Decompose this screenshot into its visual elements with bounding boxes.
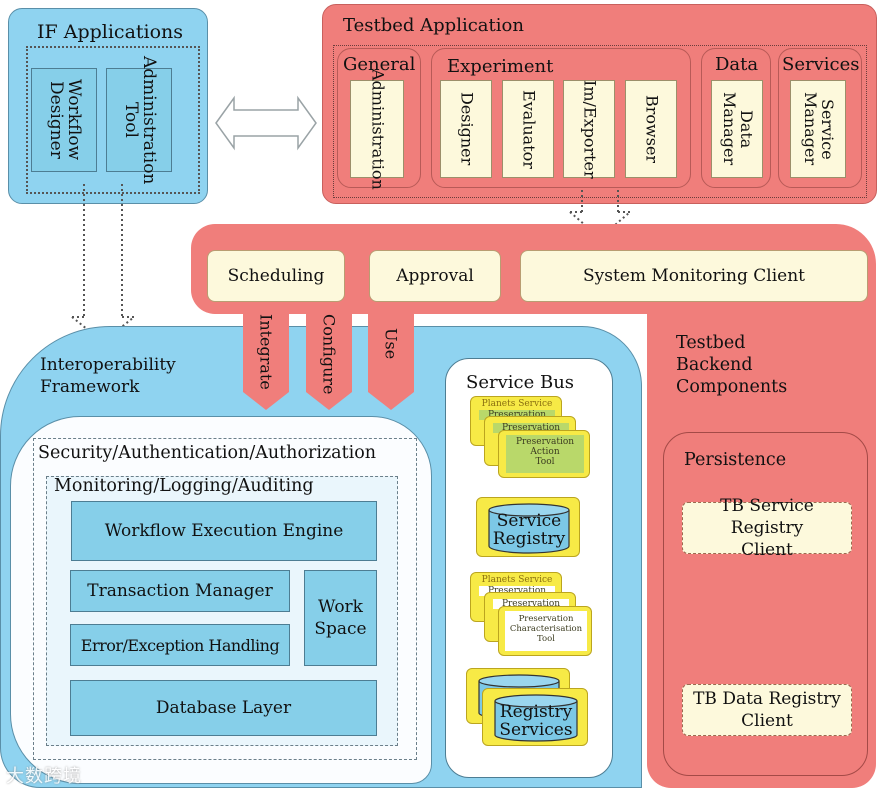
group-data [701,48,771,188]
framework-title-line-2: Framework [40,377,140,397]
testbed-application-group [333,45,867,198]
if-applications-title: IF Applications [37,21,184,43]
configure-connector: Configure [306,310,352,410]
bidirectional-arrow-icon [215,95,317,151]
evaluator-box[interactable]: Evaluator [502,80,554,178]
approval-box[interactable]: Approval [369,250,501,302]
preservation-action-stack[interactable]: Planets Service Preservation Preservatio… [470,396,590,480]
registry-services-line-2: Services [499,720,573,740]
char-header: Planets Service [481,575,553,585]
configure-label: Configure [319,314,339,395]
service-manager-box[interactable]: Service Manager [790,80,846,178]
security-layer [33,438,417,760]
use-connector: Use [368,310,414,410]
preservation-characterisation-stack[interactable]: Planets Service Preservation Preservatio… [470,572,592,658]
integrate-arrow-icon [243,310,289,410]
administration-tool-box[interactable]: Administration Tool [106,56,172,184]
workflow-designer-box[interactable]: Workflow Designer [31,68,97,172]
backend-components-title: Testbed Backend Components [676,332,787,398]
group-services-title: Services [782,54,860,75]
front-line-3: Tool [535,457,555,467]
backend-title-line-2: Backend [676,355,753,375]
stack-layer-2: Preservation [493,423,569,433]
integrate-label: Integrate [256,314,276,390]
im-exporter-box[interactable]: Im/Exporter [563,80,615,178]
stack-layer-1: Preservation [479,410,555,420]
service-registry-line-2: Registry [492,529,566,549]
workspace-box[interactable]: Work Space [304,570,377,666]
char-front-line-3: Tool [537,634,555,644]
configure-arrow-icon [306,310,352,410]
tb-service-registry-client-box[interactable]: TB Service Registry Client [682,496,852,560]
service-registry-box[interactable]: Service Registry [476,497,580,557]
stack-card-front: Preservation Action Tool [498,430,590,478]
persistence-title: Persistence [684,450,787,470]
registry-services-box[interactable]: Registry Services [466,668,590,748]
data-manager-box[interactable]: Data Manager [711,80,763,178]
browser-box[interactable]: Browser [625,80,677,178]
testbed-to-backend-arrow-icon [569,190,631,240]
char-card-front: Preservation Characterisation Tool [498,606,592,656]
tb-service-registry-line-1: TB Service Registry [720,496,814,538]
scheduling-box[interactable]: Scheduling [207,250,345,302]
char-front-line-2: Characterisation [509,624,583,634]
system-monitoring-client-box[interactable]: System Monitoring Client [520,250,868,302]
if-applications-group [26,46,200,194]
tb-service-registry-line-2: Client [741,540,793,560]
framework-title-line-1: Interoperability [40,355,176,375]
designer-box[interactable]: Designer [440,80,492,178]
database-cylinder-icon [488,503,570,554]
security-layer-title: Security/Authentication/Authorization [38,443,377,463]
backend-title-line-3: Components [676,377,788,397]
workspace-line-1: Work [318,597,363,617]
use-label: Use [381,328,401,360]
tb-data-registry-client-box[interactable]: TB Data Registry Client [682,684,852,736]
use-arrow-icon [368,310,414,410]
persistence-group [663,432,868,776]
tb-data-registry-line-1: TB Data Registry [693,689,841,709]
tb-data-registry-line-2: Client [741,711,793,731]
group-services [778,48,862,188]
integrate-connector: Integrate [243,310,289,410]
backend-title-line-1: Testbed [676,333,746,353]
database-cylinder-front-icon [494,694,578,742]
interoperability-framework-title: Interoperability Framework [40,354,176,398]
stack-header: Planets Service [481,399,553,409]
watermark: 大数跨境 [6,766,82,787]
service-bus-title: Service Bus [466,372,575,393]
database-layer-box[interactable]: Database Layer [70,680,377,736]
group-data-title: Data [715,54,759,75]
registry-services-label: Registry Services [483,703,589,739]
registry-services-line-1: Registry [499,702,573,722]
front-line-1: Preservation [515,437,575,447]
preservation-action-tool-label: Preservation Action Tool [506,435,584,473]
group-experiment-title: Experiment [447,56,554,77]
preservation-characterisation-tool-label: Preservation Characterisation Tool [505,611,587,651]
workspace-line-2: Space [314,619,367,639]
error-exception-handling-box[interactable]: Error/Exception Handling [70,624,290,666]
testbed-application-title: Testbed Application [343,15,524,36]
service-registry-line-1: Service [496,511,562,531]
monitoring-layer-title: Monitoring/Logging/Auditing [54,476,314,496]
char-front-line-1: Preservation [518,614,574,624]
group-general-title: General [343,54,416,75]
char-layer-2: Preservation [493,599,569,609]
transaction-manager-box[interactable]: Transaction Manager [70,570,290,612]
char-layer-1: Preservation [479,586,555,596]
if-to-framework-arrow-icon [71,184,135,344]
group-experiment [431,48,691,188]
front-line-2: Action [530,447,560,457]
group-general [337,48,421,188]
workflow-execution-engine-box[interactable]: Workflow Execution Engine [71,501,377,561]
registry-card-front: Registry Services [482,688,588,746]
testbed-application-panel: Testbed Application [322,4,877,204]
administration-box[interactable]: Administration [350,69,404,189]
service-registry-label: Service Registry [477,512,581,548]
